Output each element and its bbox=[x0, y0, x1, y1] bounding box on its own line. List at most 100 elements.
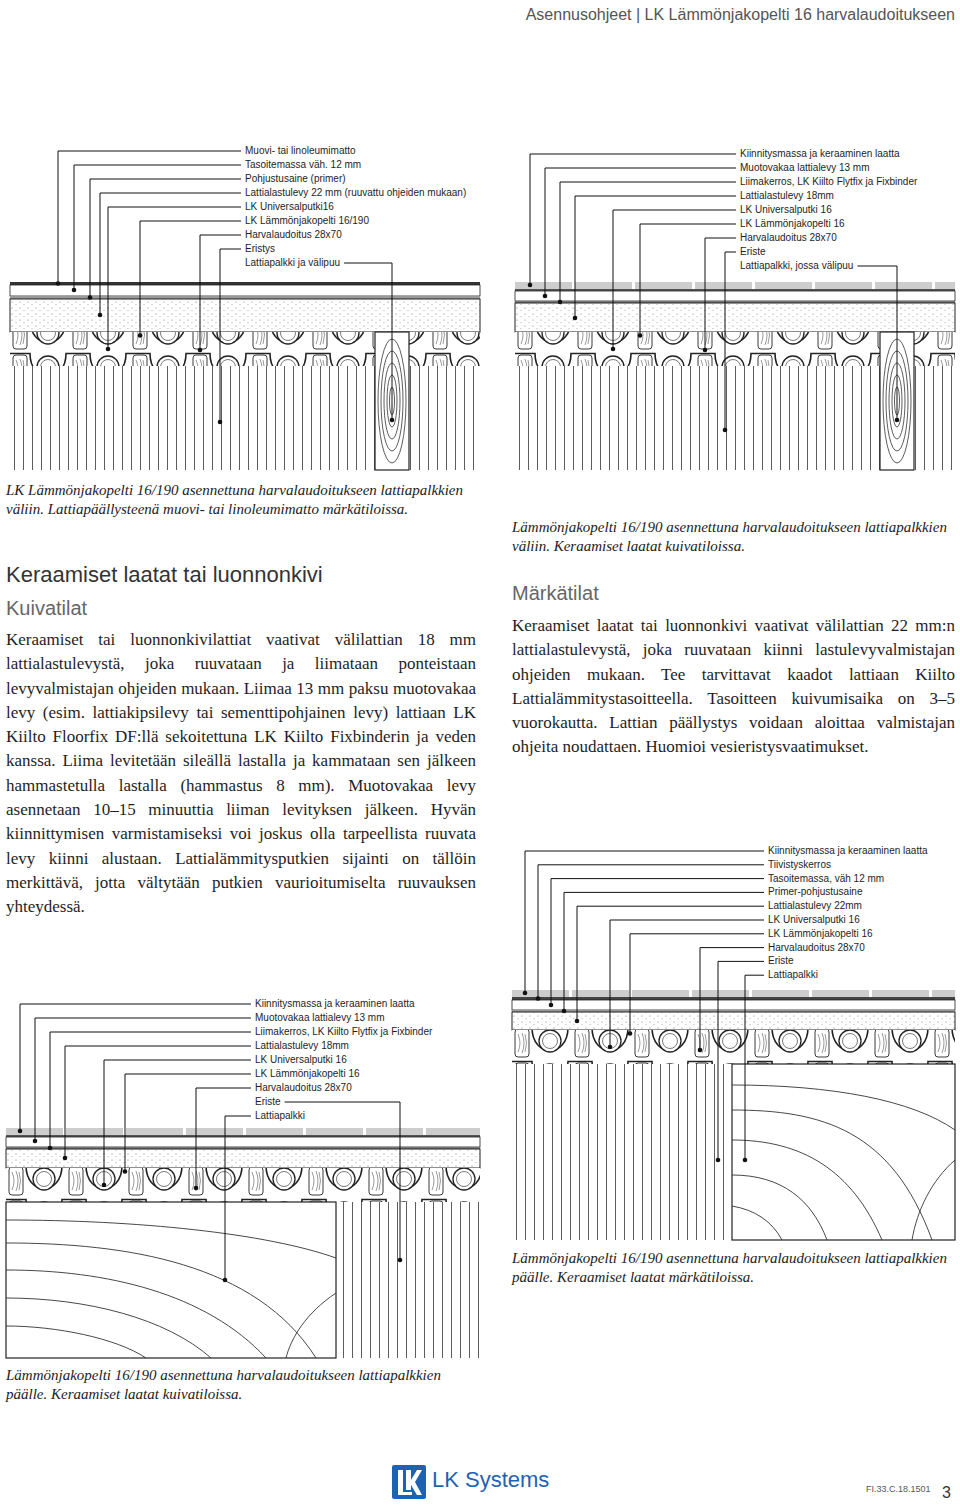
part-label: Tasoitemassa, väh 12 mm bbox=[768, 873, 884, 885]
leader-dot bbox=[523, 991, 528, 996]
part-label: Harvalaudoitus 28x70 bbox=[245, 229, 342, 241]
leader-line bbox=[104, 1060, 251, 1185]
leader-line bbox=[560, 182, 736, 302]
leader-line bbox=[225, 1116, 251, 1280]
leader-line bbox=[564, 892, 764, 1011]
leader-line bbox=[745, 975, 764, 1160]
leader-dot bbox=[56, 281, 61, 286]
leader-dot bbox=[743, 1158, 748, 1163]
part-label: LK Universalputki 16 bbox=[740, 204, 832, 216]
floor-section-3 bbox=[512, 990, 955, 1240]
part-label: Muovi- tai linoleumimatto bbox=[245, 145, 356, 157]
floor-section-1-part bbox=[10, 299, 480, 332]
leader-line bbox=[525, 851, 764, 993]
leader-line bbox=[108, 207, 241, 349]
leader-line bbox=[630, 934, 764, 1034]
body-text: Keraamiset tai luonnonkivilattiat vaativ… bbox=[6, 628, 476, 920]
figure-caption: Lämmönjakopelti 16/190 asennettuna harva… bbox=[512, 518, 952, 556]
leader-dot bbox=[895, 418, 900, 423]
part-label: Lattiapalkki ja välipuu bbox=[245, 257, 340, 269]
part-label: Lattialastulevy 22 mm (ruuvattu ohjeiden… bbox=[245, 187, 466, 199]
floor-section-3-part bbox=[512, 990, 955, 997]
floor-section-1 bbox=[10, 282, 480, 470]
leader-dot bbox=[198, 348, 203, 353]
leader-dot bbox=[628, 1031, 633, 1036]
brand-logo-part bbox=[392, 1465, 426, 1499]
part-label: LK Universalputki 16 bbox=[255, 1054, 347, 1066]
leader-dot bbox=[63, 1156, 68, 1161]
leader-line bbox=[577, 906, 764, 1021]
leader-dot bbox=[223, 1278, 228, 1283]
floor-section-3-part bbox=[512, 1030, 955, 1064]
leader-dot bbox=[723, 428, 728, 433]
leader-line bbox=[551, 879, 764, 1005]
leader-line bbox=[575, 196, 736, 318]
floor-section-3-part bbox=[512, 997, 955, 1000]
floor-section-1-part bbox=[10, 285, 480, 296]
leader-dot bbox=[88, 295, 93, 300]
part-label: Tasoitemassa väh. 12 mm bbox=[245, 159, 361, 171]
leader-dot bbox=[218, 420, 223, 425]
leader-dot bbox=[18, 1129, 23, 1134]
leader-dot bbox=[72, 288, 77, 293]
leader-line bbox=[640, 224, 736, 336]
part-label: Lattialastulevy 18mm bbox=[255, 1040, 349, 1052]
leader-line bbox=[220, 249, 241, 422]
leader-line bbox=[65, 1046, 251, 1158]
leader-dot bbox=[549, 1003, 554, 1008]
floor-section-2-part bbox=[515, 303, 955, 332]
part-label: LK Universalputki16 bbox=[245, 201, 334, 213]
part-label: Primer-pohjustusaine bbox=[768, 886, 863, 898]
leader-dot bbox=[575, 1019, 580, 1024]
floor-section-2 bbox=[515, 282, 955, 470]
leader-dot bbox=[48, 1146, 53, 1151]
leader-line bbox=[90, 179, 241, 298]
page-number: 3 bbox=[942, 1484, 951, 1502]
leader-line bbox=[125, 1074, 251, 1172]
part-label: Lattiapalkki bbox=[255, 1110, 305, 1122]
part-label: Eriste bbox=[768, 955, 794, 967]
leader-line bbox=[857, 266, 897, 420]
part-label: Lattialastulevy 18mm bbox=[740, 190, 834, 202]
part-label: LK Lämmönjakopelti 16 bbox=[255, 1068, 360, 1080]
leader-dot bbox=[558, 300, 563, 305]
leader-dot bbox=[138, 333, 143, 338]
leader-dot bbox=[98, 313, 103, 318]
leader-line bbox=[35, 1018, 251, 1141]
figure-caption: Lämmönjakopelti 16/190 asennettuna harva… bbox=[6, 1366, 476, 1404]
body-text: Keraamiset laatat tai luonnonkivi vaativ… bbox=[512, 614, 955, 760]
floor-section-4 bbox=[6, 1128, 480, 1358]
leader-line bbox=[725, 252, 736, 430]
leader-dot bbox=[608, 1045, 613, 1050]
leader-line bbox=[538, 865, 764, 999]
leader-line bbox=[718, 961, 764, 1160]
leader-dot bbox=[543, 294, 548, 299]
floor-section-4-part bbox=[6, 1128, 480, 1135]
leader-line bbox=[58, 151, 241, 284]
part-label: Harvalaudoitus 28x70 bbox=[740, 232, 837, 244]
floor-section-4-part bbox=[6, 1168, 480, 1202]
subsection-heading: Kuivatilat bbox=[6, 597, 87, 620]
document-code: FI.33.C.18.1501 bbox=[866, 1484, 931, 1494]
leader-line bbox=[285, 1102, 400, 1260]
part-label: LK Lämmönjakopelti 16 bbox=[768, 928, 873, 940]
part-label: Eriste bbox=[740, 246, 766, 258]
leader-dot bbox=[528, 283, 533, 288]
leader-line bbox=[344, 263, 392, 420]
leader-dot bbox=[703, 348, 708, 353]
part-label: Lattiapalkki, jossa välipuu bbox=[740, 260, 853, 272]
leader-dot bbox=[573, 316, 578, 321]
part-label: Lattialastulevy 22mm bbox=[768, 900, 862, 912]
figure-caption: Lämmönjakopelti 16/190 asennettuna harva… bbox=[512, 1249, 952, 1287]
leader-dot bbox=[698, 1048, 703, 1053]
part-label: Muotovakaa lattialevy 13 mm bbox=[255, 1012, 385, 1024]
leader-dot bbox=[638, 333, 643, 338]
floor-section-4-part bbox=[6, 1149, 480, 1168]
leader-dot bbox=[536, 996, 541, 1001]
figure-caption: LK Lämmönjakopelti 16/190 asennettuna ha… bbox=[6, 481, 476, 519]
part-label: LK Lämmönjakopelti 16/190 bbox=[245, 215, 369, 227]
floor-section-3-part bbox=[512, 1064, 732, 1240]
leader-dot bbox=[106, 347, 111, 352]
floor-section-3-part bbox=[512, 1000, 955, 1010]
leader-line bbox=[700, 948, 764, 1050]
